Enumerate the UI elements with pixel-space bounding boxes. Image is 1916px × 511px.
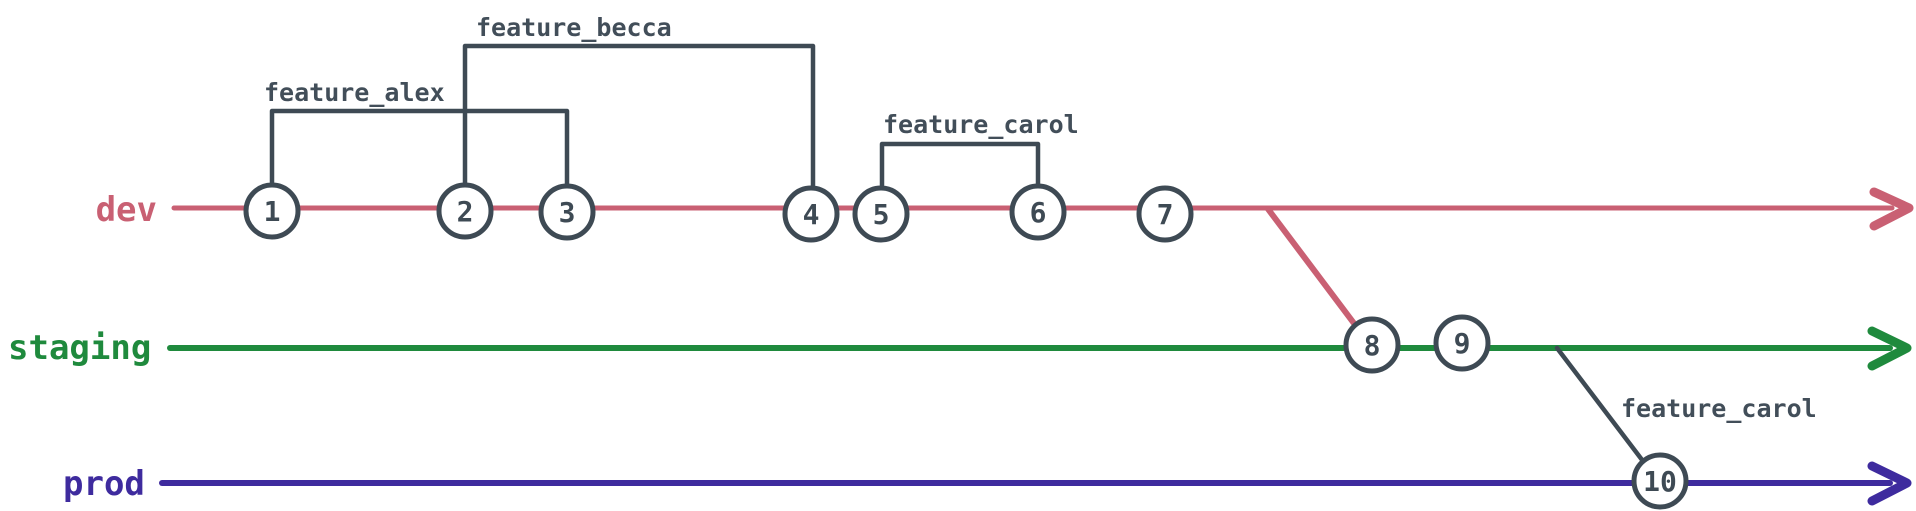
commit-node-10: 10 [1631,452,1689,510]
commit-node-7: 7 [1136,185,1194,243]
commit-circle [852,185,910,243]
commit-label: 4 [803,198,820,231]
commit-circle [243,182,301,240]
commit-node-1: 1 [243,182,301,240]
commit-node-9: 9 [1433,314,1491,372]
commit-label: 9 [1454,327,1471,360]
branch-label-prod: prod [63,464,145,504]
commit-label: 3 [559,196,576,229]
commit-label: 5 [873,198,890,231]
feature-carol-bracket [879,141,1041,192]
commit-label: 8 [1364,329,1381,362]
commit-node-2: 2 [436,182,494,240]
commit-label: 6 [1030,196,1047,229]
commit-circle [1631,452,1689,510]
commit-label: 2 [457,195,474,228]
commit-circle [1343,316,1401,374]
commit-node-6: 6 [1009,183,1067,241]
feature-becca-bracket [462,43,816,192]
feature-alex-bracket [269,108,570,189]
feature-label-alex: feature_alex [264,78,445,107]
commit-circle [782,185,840,243]
branch-line-staging-to-prod [1554,345,1655,476]
commit-circle [1433,314,1491,372]
feature-label-becca: feature_becca [476,13,672,42]
branch-label-dev: dev [96,190,157,230]
prod-arrowhead-icon [1867,461,1912,506]
commit-label: 1 [264,195,281,228]
commit-node-5: 5 [852,185,910,243]
merge-line-dev-to-staging [1265,206,1371,345]
commit-circle [538,183,596,241]
dev-arrowhead-icon [1869,187,1914,231]
commit-node-3: 3 [538,183,596,241]
branch-label-staging: staging [8,328,151,368]
commit-circle [436,182,494,240]
commit-node-4: 4 [782,185,840,243]
commit-circle [1136,185,1194,243]
commit-node-8: 8 [1343,316,1401,374]
feature-label-carol-top: feature_carol [883,110,1079,139]
commit-label: 10 [1643,465,1677,498]
commit-circle [1009,183,1067,241]
commit-label: 7 [1157,198,1174,231]
feature-label-carol-bottom: feature_carol [1621,394,1817,423]
staging-arrowhead-icon [1867,326,1912,371]
